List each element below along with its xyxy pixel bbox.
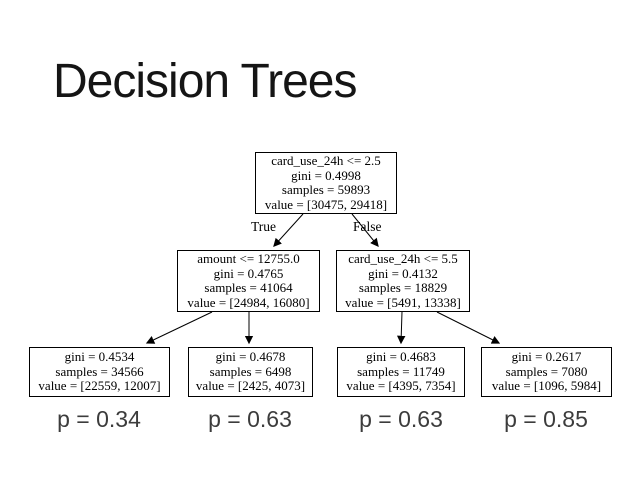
node-gini: gini = 0.4765 (213, 265, 284, 281)
leaf-probability-label: p = 0.63 (208, 406, 292, 432)
node-samples: samples = 34566 (55, 363, 144, 379)
edge-label-false: False (353, 219, 382, 234)
tree-node-left-child: amount <= 12755.0 gini = 0.4765 samples … (177, 250, 320, 312)
edge-root-to-left (273, 213, 304, 247)
node-split-rule: amount <= 12755.0 (197, 251, 300, 266)
node-samples: samples = 7080 (505, 363, 588, 379)
node-value: value = [4395, 7354] (346, 378, 456, 394)
node-gini: gini = 0.2617 (511, 349, 582, 365)
slide-title: Decision Trees (53, 55, 357, 108)
edge-right-to-leaf2 (396, 311, 406, 345)
node-split-rule: card_use_24h <= 2.5 (271, 153, 381, 168)
node-samples: samples = 41064 (204, 280, 293, 295)
edge-right-to-leaf3 (436, 311, 501, 344)
node-value: value = [1096, 5984] (491, 378, 602, 394)
node-value: value = [5491, 13338] (345, 294, 461, 310)
tree-leaf-node: gini = 0.4678 samples = 6498 value = [24… (188, 347, 313, 397)
node-value: value = [22559, 12007] (38, 378, 161, 394)
node-value: value = [2425, 4073] (195, 378, 306, 394)
node-gini: gini = 0.4678 (215, 349, 286, 365)
tree-leaf-node: gini = 0.2617 samples = 7080 value = [10… (481, 347, 612, 397)
node-split-rule: card_use_24h <= 5.5 (348, 251, 458, 266)
tree-leaf-node: gini = 0.4534 samples = 34566 value = [2… (29, 347, 170, 397)
node-value: value = [30475, 29418] (264, 196, 388, 212)
tree-node-root: card_use_24h <= 2.5 gini = 0.4998 sample… (255, 152, 397, 214)
edge-left-to-leaf0 (145, 311, 213, 344)
leaf-probability-label: p = 0.63 (359, 406, 443, 432)
node-samples: samples = 6498 (209, 363, 292, 379)
node-gini: gini = 0.4132 (368, 265, 438, 281)
node-gini: gini = 0.4534 (64, 349, 135, 365)
node-samples: samples = 18829 (358, 280, 448, 295)
node-samples: samples = 11749 (357, 363, 445, 379)
node-value: value = [24984, 16080] (187, 294, 310, 310)
leaf-probability-label: p = 0.34 (57, 406, 141, 432)
node-samples: samples = 59893 (281, 182, 371, 197)
tree-node-right-child: card_use_24h <= 5.5 gini = 0.4132 sample… (336, 250, 470, 312)
tree-leaf-node: gini = 0.4683 samples = 11749 value = [4… (337, 347, 465, 397)
edge-label-true: True (251, 219, 277, 234)
node-gini: gini = 0.4683 (366, 349, 436, 365)
node-gini: gini = 0.4998 (291, 167, 361, 183)
leaf-probability-label: p = 0.85 (504, 406, 588, 432)
